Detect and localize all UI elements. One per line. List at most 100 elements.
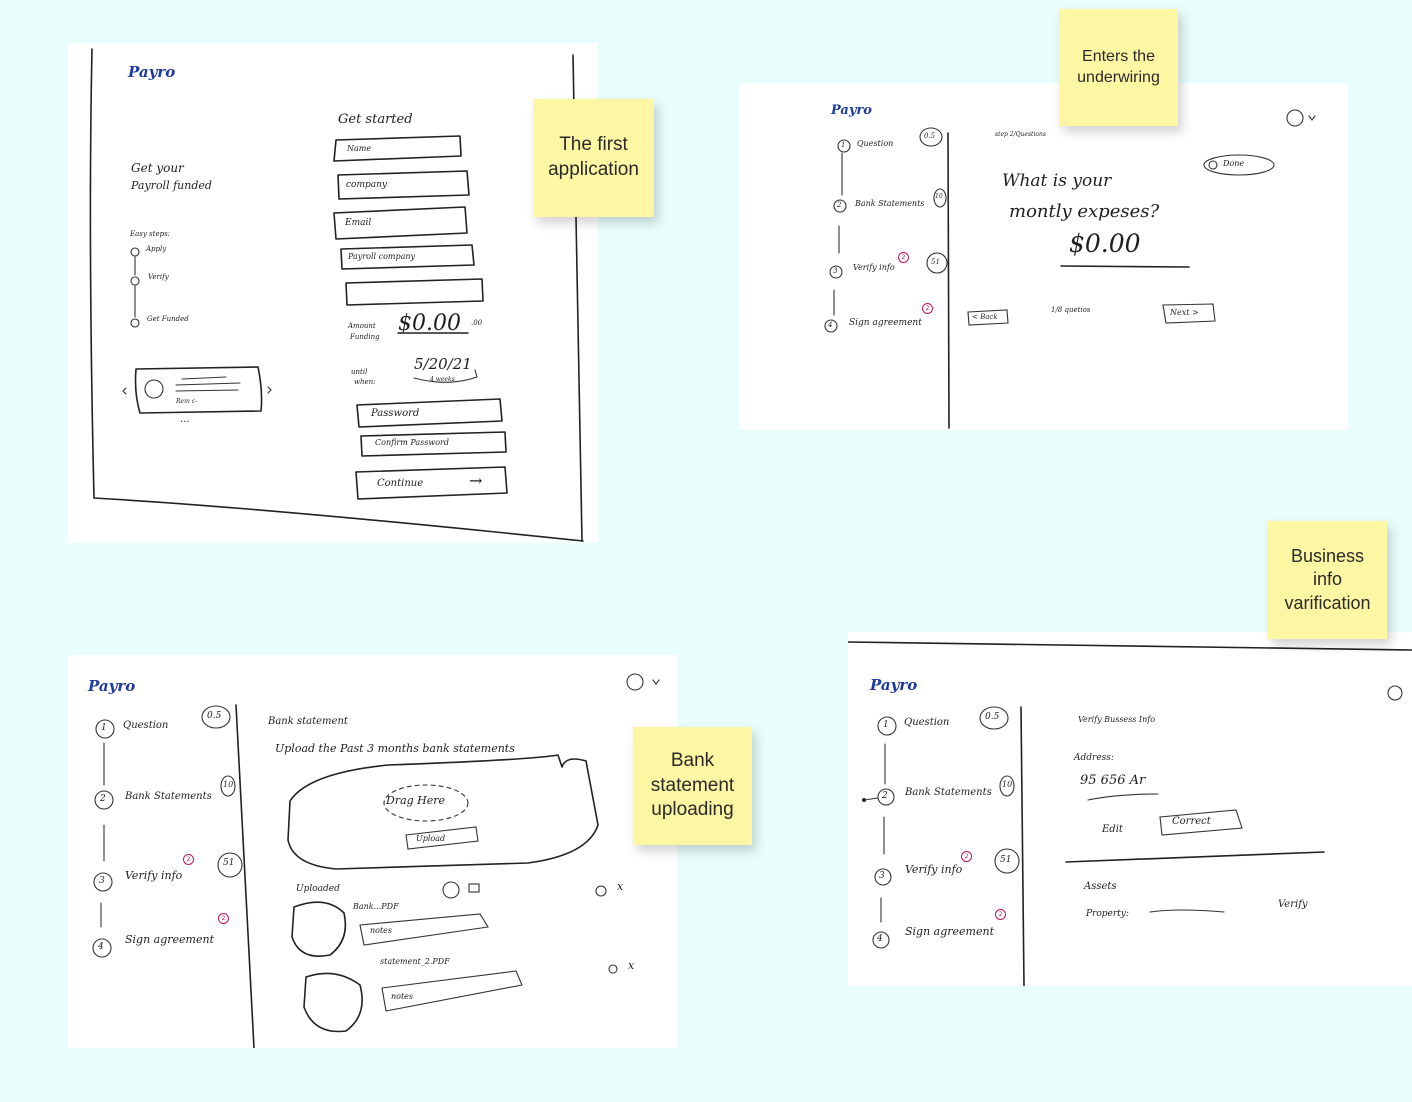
alert-badge: 2 (995, 909, 1006, 920)
question-progress: 1/8 quetios (1051, 306, 1091, 314)
address-label: Address: (1074, 753, 1114, 763)
name-field[interactable]: Name (347, 144, 372, 153)
next-button[interactable]: Next > (1170, 308, 1199, 317)
back-button[interactable]: < Back (972, 313, 998, 321)
sidebar-item-question[interactable]: Question (904, 717, 950, 728)
sidebar-item-verify-info[interactable]: Verify info (905, 863, 963, 876)
progress-badge: 51 (931, 258, 940, 266)
hero-line-2: Payroll funded (131, 179, 212, 192)
until-label-1: until (351, 368, 368, 376)
alert-badge: 2 (218, 913, 229, 924)
amount-label-2: Funding (350, 333, 380, 341)
close-icon[interactable]: x (628, 959, 635, 972)
until-weeks: 4 weeks (430, 376, 455, 383)
carousel-more: ... (180, 414, 190, 425)
sidebar-step-number: 2 (100, 794, 106, 804)
company-field[interactable]: company (346, 180, 388, 190)
sidebar-item-verify-info[interactable]: Verify info (125, 869, 183, 882)
alert-badge: 2 (183, 854, 194, 865)
sidebar-item-sign-agreement[interactable]: Sign agreement (905, 925, 994, 938)
upload-button[interactable]: Upload (416, 834, 446, 843)
sidebar-item-bank-statements[interactable]: Bank Statements (125, 791, 212, 802)
assets-label: Assets (1084, 881, 1117, 892)
sketch-business-info: Payro Question Bank Statements Verify in… (848, 632, 1412, 986)
file-name: Bank...PDF (353, 902, 399, 911)
sketch-lines (92, 673, 660, 1048)
sketch-lines (824, 109, 1316, 429)
until-label-2: when: (354, 378, 376, 386)
sidebar-item-verify-info[interactable]: Verify info (853, 263, 895, 272)
expense-value-input[interactable]: $0.00 (1069, 229, 1141, 258)
progress-badge: 10 (223, 780, 234, 789)
sidebar-step-number: 3 (99, 876, 105, 886)
email-field[interactable]: Email (345, 218, 372, 228)
sidebar-item-sign-agreement[interactable]: Sign agreement (125, 933, 214, 946)
progress-badge: 10 (935, 193, 943, 200)
until-date[interactable]: 5/20/21 (414, 355, 472, 373)
page-title: Verify Bussess Info (1078, 715, 1156, 724)
sidebar-step-number: 4 (828, 321, 833, 329)
sidebar-item-question[interactable]: Question (123, 720, 169, 731)
sidebar-item-bank-statements[interactable]: Bank Statements (855, 199, 925, 208)
sketch-underwriting: Payro Question Bank Statements Verify in… (739, 83, 1348, 430)
password-field[interactable]: Password (371, 408, 420, 419)
verify-button[interactable]: Verify (1278, 899, 1308, 910)
sidebar-step-number: 2 (837, 201, 842, 209)
amount-funding-value[interactable]: $0.00 (398, 311, 461, 336)
sticky-note-underwriting: Enters the underwiring (1059, 9, 1178, 126)
file-notes-input[interactable]: notes (391, 992, 414, 1001)
question-line-1: What is your (1002, 171, 1112, 191)
sidebar-step-number: 4 (877, 934, 883, 944)
step-apply: Apply (146, 245, 167, 253)
alert-badge: 2 (898, 252, 909, 263)
payro-logo: Payro (128, 63, 176, 81)
progress-badge: 0.5 (924, 132, 936, 140)
progress-badge: 0.5 (985, 712, 1000, 722)
progress-badge: 0.5 (207, 711, 222, 721)
payro-logo: Payro (831, 103, 872, 118)
continue-arrow-icon: → (469, 471, 483, 490)
edit-button[interactable]: Edit (1102, 824, 1123, 835)
step-label: step 2/Questions (995, 131, 1046, 138)
close-icon[interactable]: x (617, 880, 624, 893)
sticky-note-bank-upload: Bank statement uploading (633, 727, 752, 845)
done-button[interactable]: Done (1223, 159, 1245, 168)
sidebar-step-number: 4 (98, 942, 104, 952)
progress-badge: 10 (1002, 780, 1013, 789)
sidebar-step-number: 3 (833, 267, 838, 275)
uploaded-label: Uploaded (296, 884, 340, 894)
get-started-heading: Get started (338, 112, 413, 127)
sidebar-item-question[interactable]: Question (857, 139, 894, 148)
sidebar-step-number: 3 (879, 871, 885, 881)
continue-button[interactable]: Continue (377, 478, 424, 489)
property-label: Property: (1086, 909, 1129, 919)
drag-here-zone[interactable]: Drag Here (386, 794, 446, 807)
sidebar-step-number: 1 (883, 720, 889, 730)
confirm-password-field[interactable]: Confirm Password (375, 438, 449, 447)
page-title: Bank statement (268, 716, 348, 727)
file-notes-input[interactable]: notes (370, 926, 393, 935)
payro-logo: Payro (88, 677, 136, 695)
progress-badge: 51 (1000, 855, 1012, 865)
sidebar-item-sign-agreement[interactable]: Sign agreement (849, 318, 922, 328)
sticky-note-first-application: The first application (533, 99, 654, 217)
question-line-2: montly expeses? (1009, 201, 1160, 222)
sidebar-step-number: 2 (882, 791, 888, 801)
sketch-lines (89, 48, 584, 542)
address-value: 95 656 Ar (1080, 773, 1146, 788)
correct-button[interactable]: Correct (1172, 816, 1211, 827)
alert-badge: 2 (922, 303, 933, 314)
alert-badge: 2 (961, 851, 972, 862)
amount-cents: .00 (471, 319, 483, 327)
file-name: statement_2.PDF (380, 957, 450, 966)
sketch-lines (848, 641, 1412, 986)
sketch-first-application: Payro Get your Payroll funded Easy steps… (68, 43, 598, 543)
amount-label-1: Amount (348, 322, 376, 330)
sketch-bank-statement: Payro Question Bank Statements Verify in… (68, 655, 677, 1048)
payroll-company-field[interactable]: Payroll company (348, 252, 416, 261)
easy-steps-label: Easy steps: (130, 230, 171, 238)
payro-logo: Payro (870, 676, 918, 694)
sidebar-item-bank-statements[interactable]: Bank Statements (905, 787, 992, 798)
progress-badge: 51 (223, 858, 235, 868)
step-get-funded: Get Funded (147, 315, 189, 323)
